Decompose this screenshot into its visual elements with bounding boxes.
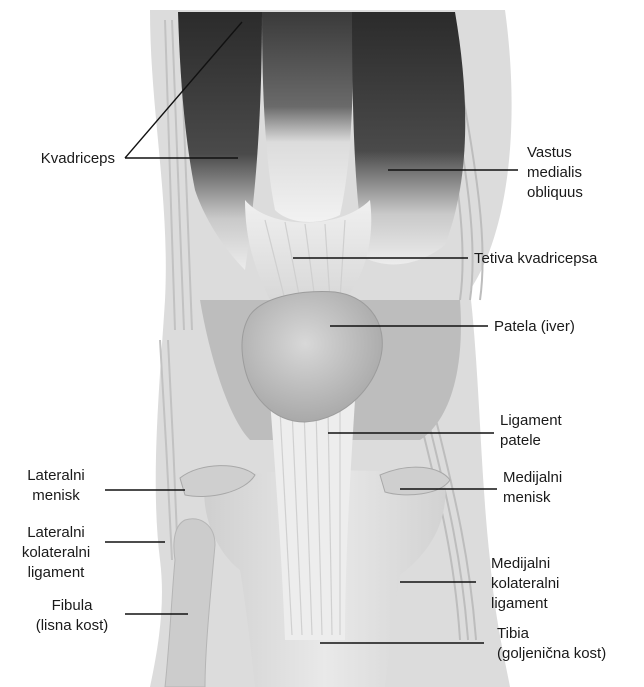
label-ligament-patele-1: Ligament	[500, 412, 563, 429]
label-medijalni-menisk-2: menisk	[503, 489, 551, 506]
label-medijalni-menisk-1: Medijalni	[503, 469, 562, 486]
label-medijalni-kolateralni-3: ligament	[491, 595, 549, 612]
label-lateralni-kolateralni-2: kolateralni	[22, 544, 90, 561]
label-ligament-patele-2: patele	[500, 432, 541, 449]
label-lateralni-menisk-2: menisk	[32, 487, 80, 504]
label-medijalni-kolateralni-1: Medijalni	[491, 555, 550, 572]
label-lateralni-kolateralni-1: Lateralni	[27, 524, 85, 541]
label-tibia-1: Tibia	[497, 625, 530, 642]
label-fibula-1: Fibula	[52, 597, 94, 614]
label-lateralni-kolateralni-3: ligament	[28, 564, 86, 581]
label-patela: Patela (iver)	[494, 318, 575, 335]
label-vastus-3: obliquus	[527, 184, 583, 201]
label-kvadriceps: Kvadriceps	[41, 150, 115, 167]
label-medijalni-kolateralni-2: kolateralni	[491, 575, 559, 592]
label-tetiva: Tetiva kvadricepsa	[474, 250, 598, 267]
label-vastus-1: Vastus	[527, 144, 572, 161]
label-vastus-2: medialis	[527, 164, 582, 181]
label-fibula-2: (lisna kost)	[36, 617, 109, 634]
label-lateralni-menisk-1: Lateralni	[27, 467, 85, 484]
rectus-femoris	[262, 12, 353, 222]
label-tibia-2: (goljenična kost)	[497, 645, 606, 662]
